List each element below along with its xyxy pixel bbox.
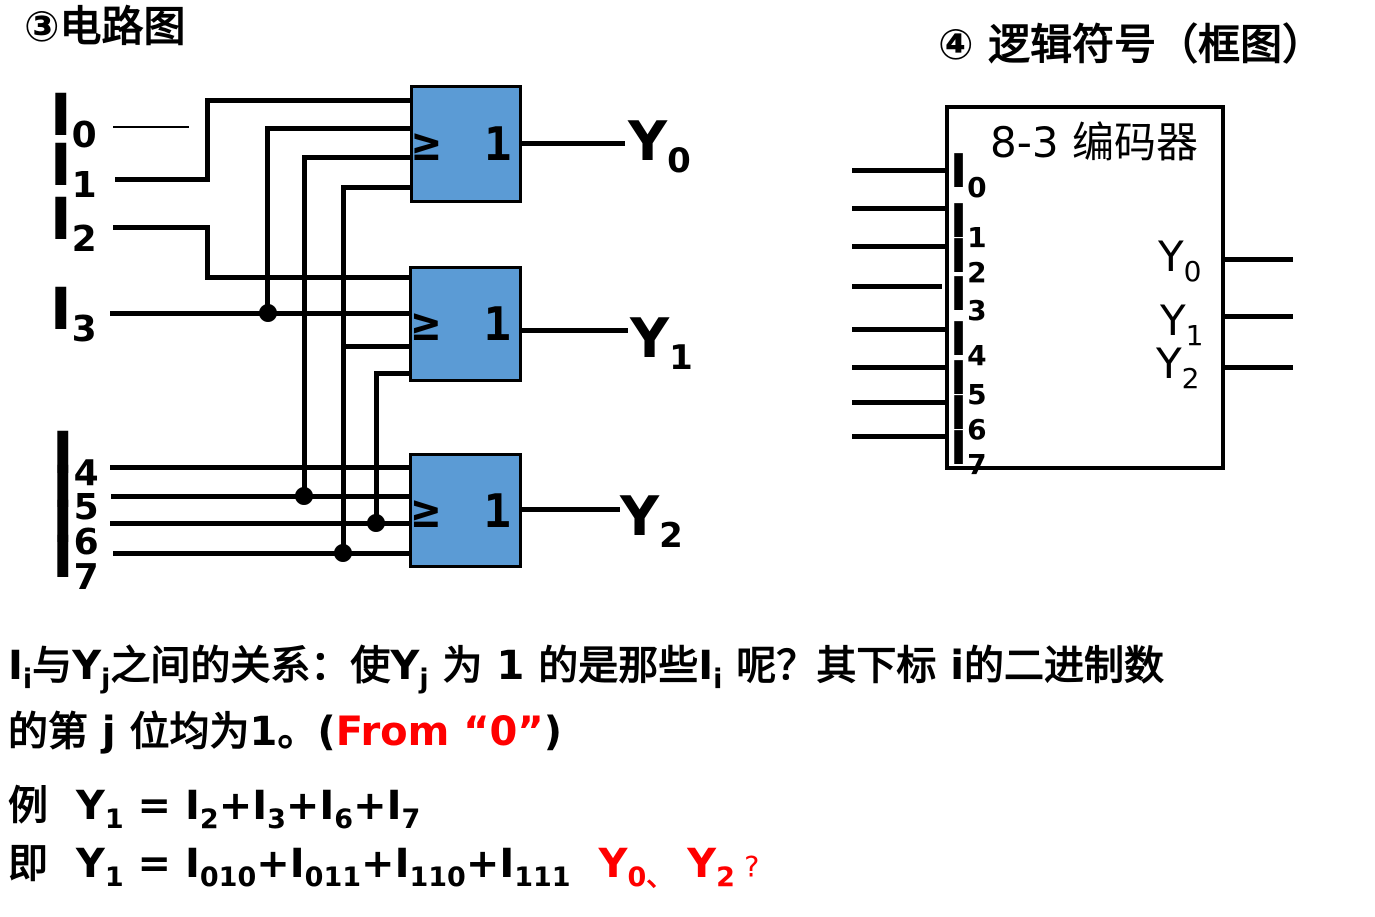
or-gate-y1-label: ≥ 1 [411, 297, 520, 351]
formula-line-binary: 即 Y1 = I010+I011+I110+I111 Y0、 Y2 ? [8, 841, 760, 893]
wire-i0-stub [113, 126, 189, 128]
wire-i2-horizontal [113, 225, 210, 230]
wire-y0-output [520, 141, 625, 146]
block-input-label-i5: I5 [950, 351, 987, 411]
block-pin-i5 [852, 365, 945, 370]
junction-dot-i5 [295, 487, 313, 505]
block-input-label-i0: I0 [950, 144, 987, 204]
wire-i1-horizontal [115, 177, 210, 182]
block-pin-i2 [852, 244, 945, 249]
wire-i7-to-gate1 [341, 185, 412, 190]
output-label-y2: Y2 [620, 485, 683, 556]
wire-i7-to-gate2 [341, 344, 411, 349]
block-pin-y2 [1221, 365, 1293, 370]
output-label-y1: Y1 [630, 307, 693, 378]
wire-i5-to-gate3 [111, 494, 411, 499]
block-output-label-y1: Y1 [1160, 296, 1204, 352]
block-input-label-i1: I1 [950, 194, 987, 254]
wire-i2-drop [205, 225, 210, 280]
encoder-block-box [945, 105, 1225, 470]
block-pin-i1 [852, 206, 945, 211]
block-input-label-i7: I7 [950, 421, 987, 481]
junction-dot-i3 [259, 304, 277, 322]
wire-y2-output [520, 507, 620, 512]
or-gate-y0-label: ≥ 1 [412, 117, 520, 171]
circuit-section-title: ③电路图 [24, 2, 186, 51]
block-input-label-i3: I3 [950, 267, 987, 327]
junction-dot-i6 [367, 514, 385, 532]
input-label-i7: I7 [52, 523, 99, 598]
block-output-label-y0: Y0 [1158, 232, 1202, 288]
encoder-block-title: 8-3 编码器 [990, 118, 1198, 167]
wire-i7-riser [341, 185, 346, 556]
output-label-y0: Y0 [628, 110, 691, 181]
block-pin-i4 [852, 327, 945, 332]
block-pin-y1 [1221, 314, 1293, 319]
block-input-label-i4: I4 [950, 312, 987, 372]
block-pin-i0 [852, 168, 945, 173]
formula-line-example: 例 Y1 = I2+I3+I6+I7 [8, 783, 421, 835]
wire-i3-riser [265, 126, 270, 316]
block-input-label-i6: I6 [950, 386, 987, 446]
wire-i6-to-gate2 [374, 371, 411, 376]
input-label-i2: I2 [50, 185, 97, 260]
input-label-i0: I0 [50, 81, 97, 156]
block-pin-i3 [852, 284, 942, 289]
wire-i5-to-gate1 [302, 155, 412, 160]
wire-i6-to-gate3 [110, 521, 411, 526]
wire-i1-to-gate1 [205, 98, 412, 103]
input-label-i3: I3 [50, 275, 97, 350]
wire-i4-to-gate3 [110, 465, 411, 470]
or-gate-y1: ≥ 1 [409, 266, 522, 382]
wire-i7-to-gate3 [113, 551, 411, 556]
block-pin-i6 [852, 400, 945, 405]
wire-i6-riser [374, 371, 379, 526]
block-output-label-y2: Y2 [1156, 339, 1200, 395]
block-section-title: ④ 逻辑符号（框图） [938, 20, 1325, 69]
junction-dot-i7 [334, 544, 352, 562]
block-pin-i7 [852, 434, 945, 439]
wire-i5-riser [302, 155, 307, 499]
input-label-i5: I5 [52, 453, 99, 528]
block-input-label-i2: I2 [950, 229, 987, 289]
input-label-i6: I6 [52, 488, 99, 563]
explanation-line-2: 的第 j 位均为1。(From “0”) [8, 709, 562, 755]
explanation-line-1: Ii与Yj之间的关系：使Yj 为 1 的是那些Ii 呢？其下标 i的二进制数 [8, 643, 1164, 695]
wire-i2-to-gate2 [205, 275, 411, 280]
block-pin-y0 [1221, 257, 1293, 262]
or-gate-y2: ≥ 1 [409, 453, 522, 568]
input-label-i1: I1 [50, 131, 97, 206]
or-gate-y2-label: ≥ 1 [411, 483, 520, 538]
input-label-i4: I4 [52, 419, 99, 494]
wire-i3-to-gate1 [265, 126, 412, 131]
wire-y1-output [520, 328, 628, 333]
wire-i1-riser [205, 98, 210, 182]
or-gate-y0: ≥ 1 [410, 85, 522, 203]
